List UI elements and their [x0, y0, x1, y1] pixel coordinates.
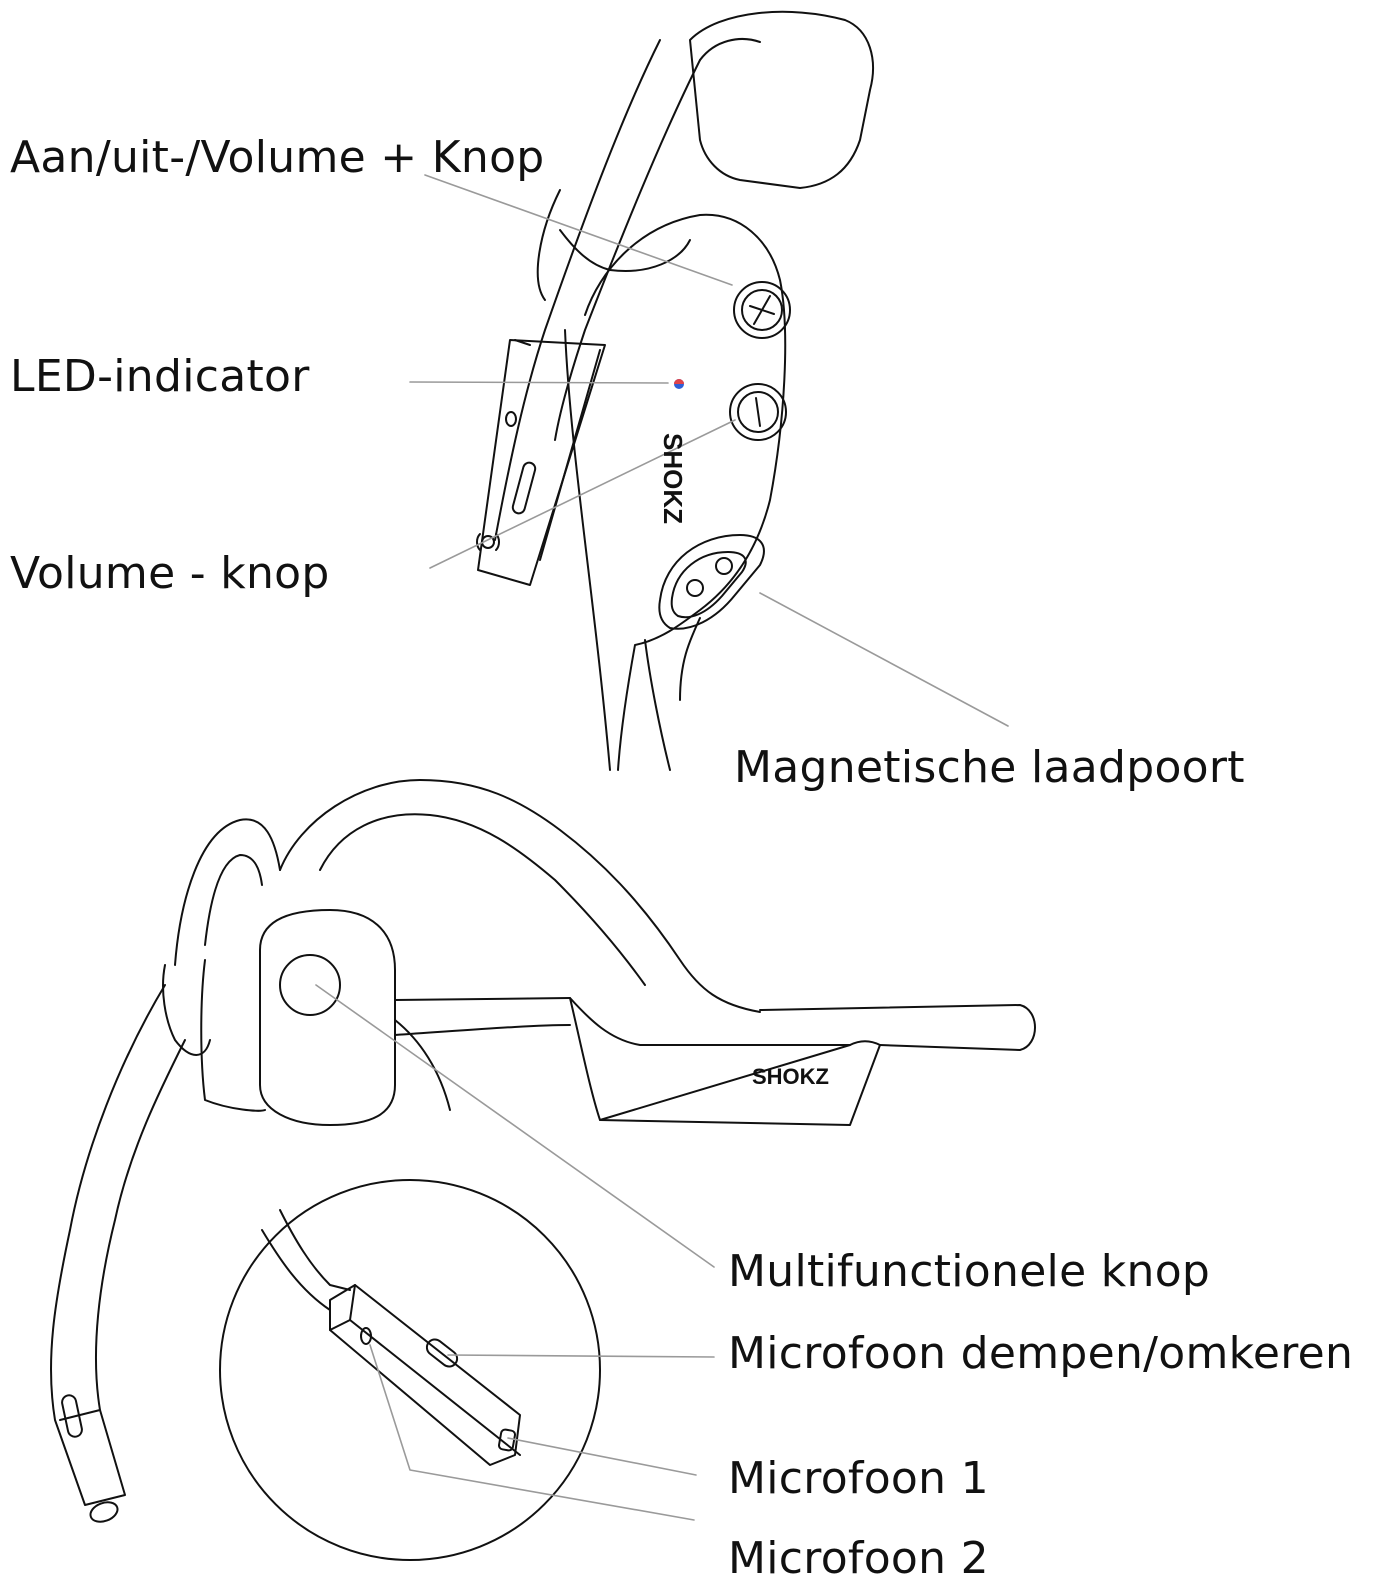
bottom-leader-lines — [316, 985, 714, 1520]
ear-hook-pad — [690, 12, 873, 188]
headset-side-view — [477, 12, 873, 770]
magnetic-port-icon — [659, 535, 764, 629]
label-power-volume-up: Aan/uit-/Volume + Knop — [10, 136, 545, 180]
led-dot-icon — [674, 379, 684, 389]
brand-logo-bottom: SHOKZ — [752, 1064, 829, 1090]
mic-boom-hole — [506, 412, 516, 426]
headset-perspective-view — [51, 780, 1035, 1560]
zoom-boom — [330, 1285, 520, 1465]
multifunction-button — [280, 955, 340, 1015]
zoom-circle — [220, 1180, 600, 1560]
label-volume-down: Volume - knop — [10, 552, 330, 596]
top-leader-lines — [410, 175, 1008, 726]
label-mic2: Microfoon 2 — [728, 1537, 989, 1581]
label-mic1: Microfoon 1 — [728, 1457, 989, 1501]
headband-outer — [495, 40, 660, 540]
label-charging-port: Magnetische laadpoort — [734, 746, 1245, 790]
brand-logo-top: SHOKZ — [657, 433, 688, 524]
label-mic-mute: Microfoon dempen/omkeren — [728, 1332, 1353, 1376]
label-multifunction-button: Multifunctionele knop — [728, 1250, 1210, 1294]
label-led-indicator: LED-indicator — [10, 355, 310, 399]
mic-boom-slot — [511, 461, 536, 514]
